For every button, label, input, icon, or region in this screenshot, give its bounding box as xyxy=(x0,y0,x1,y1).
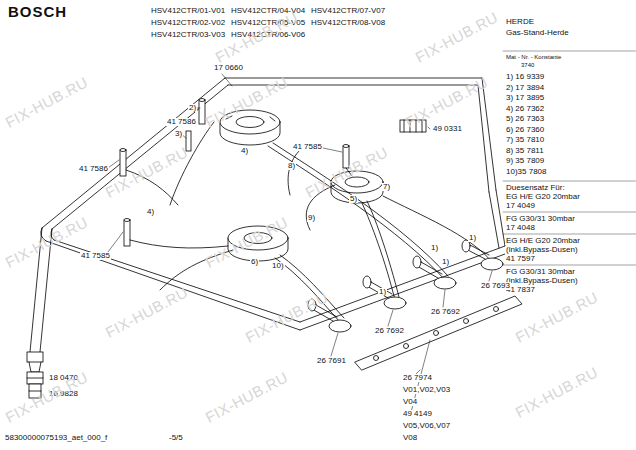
part-number: 49 4149 xyxy=(402,410,433,418)
part-number: 26 7692 xyxy=(430,308,461,316)
model-number: HSV412CTR/02-V02 xyxy=(150,19,226,27)
callout-number: 4) xyxy=(240,147,249,155)
parts-list-row: 5) 26 7363 xyxy=(505,115,545,123)
part-number: 26 7692 xyxy=(374,327,405,335)
parts-list-row: 10)35 7808 xyxy=(505,168,547,176)
callout-number: 1) xyxy=(441,258,450,266)
parts-list-row: 6) 26 7360 xyxy=(505,126,545,134)
column-head: Mat - Nr. - Konstante xyxy=(505,54,562,60)
callout-number: 4) xyxy=(146,208,155,216)
model-number: HSV412CTR/03-V03 xyxy=(150,31,226,39)
model-number: HSV412CTR/07-V07 xyxy=(310,7,386,15)
callout-number: 9) xyxy=(307,214,316,222)
nozzle-gas: FG G30/31 30mbar xyxy=(505,268,576,276)
watermark: FIX-HUB.RU xyxy=(103,284,190,340)
part-number: 41 7586 xyxy=(78,165,109,173)
category: HERDE xyxy=(505,18,535,26)
part-number: 41 7585 xyxy=(80,252,111,260)
part-number: 26 7974 xyxy=(402,374,433,382)
watermark: FIX-HUB.RU xyxy=(243,289,330,345)
callout-number: 6) xyxy=(250,258,259,266)
nozzle-note: (inkl.Bypass-Dusen) xyxy=(505,277,579,285)
part-number: 17 0660 xyxy=(213,64,244,72)
callout-number: 2) xyxy=(188,104,197,112)
nozzle-gas: EG H/E G20 20mbar xyxy=(505,237,581,245)
parts-list-row: 4) 26 7362 xyxy=(505,105,545,113)
parts-list-row: 7) 35 7810 xyxy=(505,136,545,144)
watermark: FIX-HUB.RU xyxy=(3,214,90,270)
watermark: FIX-HUB.RU xyxy=(3,74,90,130)
parts-list-row: 9) 35 7809 xyxy=(505,157,545,165)
callout-number: 10) xyxy=(271,262,285,270)
part-number: 26 7691 xyxy=(316,357,347,365)
column-head: 3740 xyxy=(520,62,535,68)
callout-number: 1) xyxy=(378,288,387,296)
watermark: FIX-HUB.RU xyxy=(513,364,600,420)
watermark: FIX-HUB.RU xyxy=(103,144,190,200)
variant-note: V05,V06,V07 xyxy=(402,422,451,430)
callout-number: 7) xyxy=(382,183,391,191)
part-number: 17 4049 xyxy=(505,202,536,210)
watermark: FIX-HUB.RU xyxy=(413,9,500,65)
category: Gas-Stand-Herde xyxy=(505,29,570,37)
watermark: FIX-HUB.RU xyxy=(513,289,600,345)
parts-list-row: 3) 17 3895 xyxy=(505,94,545,102)
variant-note: V01,V02,V03 xyxy=(402,386,451,394)
brand-logo: BOSCH xyxy=(8,4,67,19)
nozzle-gas: FG G30/31 30mbar xyxy=(505,215,576,223)
callout-number: 5) xyxy=(349,195,358,203)
watermark: FIX-HUB.RU xyxy=(403,74,490,130)
part-number: 41 7585 xyxy=(292,143,323,151)
nozzle-note: (inkl.Bypass-Dusen) xyxy=(505,246,579,254)
document-code: 58300000075193_aet_000_f xyxy=(4,434,108,442)
callout-number: 8) xyxy=(287,162,296,170)
page-number: -5/5 xyxy=(168,434,184,442)
model-number: HSV412CTR/01-V01 xyxy=(150,7,226,15)
watermark: FIX-HUB.RU xyxy=(203,369,290,425)
parts-list-row: 2) 17 3894 xyxy=(505,84,545,92)
variant-note: V08 xyxy=(402,434,418,442)
parts-list-row: 1) 16 9339 xyxy=(505,73,545,81)
variant-note: V04 xyxy=(402,398,418,406)
part-number: 41 7597 xyxy=(505,255,536,263)
nozzle-heading: Duesensatz Für: xyxy=(505,184,566,192)
model-number: HSV412CTR/08-V08 xyxy=(310,19,386,27)
callout-number: 1) xyxy=(430,244,439,252)
part-number: 26 7693 xyxy=(480,282,511,290)
nozzle-gas: EG H/E G20 20mbar xyxy=(505,193,581,201)
parts-list-row: 8) 35 7811 xyxy=(505,147,545,155)
part-number: 49 0331 xyxy=(432,125,463,133)
callout-number: 1) xyxy=(468,234,477,242)
part-number: 17 4048 xyxy=(505,224,536,232)
callout-number: 3) xyxy=(174,130,183,138)
part-number: 41 7586 xyxy=(166,118,197,126)
